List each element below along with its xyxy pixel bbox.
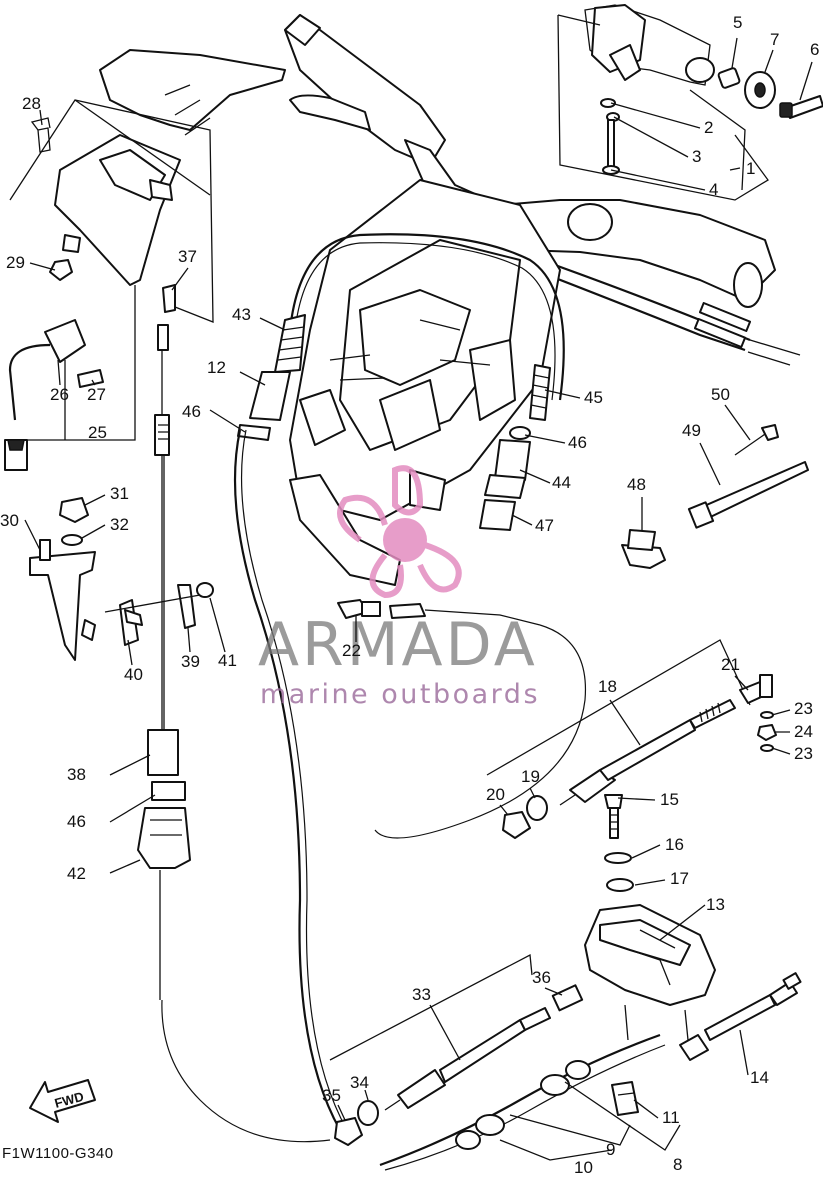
steering-column [289, 179, 561, 586]
callout-31: 31 [110, 484, 129, 503]
callout-15: 15 [660, 790, 679, 809]
callout-35: 35 [322, 1086, 341, 1105]
callout-2: 2 [704, 118, 713, 137]
fwd-label: FWD [53, 1089, 85, 1111]
callout-47: 47 [535, 516, 554, 535]
callout-46b: 46 [568, 433, 587, 452]
callout-34: 34 [350, 1073, 369, 1092]
callout-19: 19 [521, 767, 540, 786]
callout-38: 38 [67, 765, 86, 784]
callout-20: 20 [486, 785, 505, 804]
cable-14 [679, 972, 802, 1061]
watermark-brand: ARMADA [258, 610, 538, 680]
callout-8: 8 [673, 1155, 682, 1174]
callout-41: 41 [218, 651, 237, 670]
callout-27: 27 [87, 385, 106, 404]
callout-50: 50 [711, 385, 730, 404]
watermark-logo-icon [337, 465, 462, 599]
callout-4: 4 [709, 180, 718, 199]
cable-ends [693, 301, 801, 366]
cable-tie-49 [687, 461, 809, 529]
callout-16: 16 [665, 835, 684, 854]
cable-18 [559, 699, 736, 806]
watermark: ARMADA marine outboards [258, 465, 540, 710]
callout-5: 5 [733, 13, 742, 32]
callout-18: 18 [598, 677, 617, 696]
callout-11: 11 [662, 1108, 680, 1127]
callout-26: 26 [50, 385, 69, 404]
callout-13: 13 [706, 895, 725, 914]
bracket-30 [29, 539, 96, 661]
callout-42: 42 [67, 864, 86, 883]
callout-36: 36 [532, 968, 551, 987]
boot-44 [479, 364, 551, 531]
callout-44: 44 [552, 473, 571, 492]
callout-3: 3 [692, 147, 701, 166]
callout-39: 39 [181, 652, 200, 671]
callout-30: 30 [0, 511, 19, 530]
callout-6: 6 [810, 40, 819, 59]
nut-29 [49, 259, 73, 281]
rivet-50 [734, 424, 779, 456]
callout-46a: 46 [182, 402, 201, 421]
fwd-arrow: FWD [29, 1079, 96, 1123]
cable-33 [384, 1007, 551, 1111]
callout-33: 33 [412, 985, 431, 1004]
handlebar-assembly [284, 4, 776, 308]
clips-39-40-41 [104, 582, 214, 646]
boot-43 [237, 314, 306, 441]
pin-36 [551, 984, 584, 1012]
clip-48 [621, 529, 666, 569]
callout-37: 37 [178, 247, 197, 266]
rod-38 [137, 284, 331, 1143]
nuts-23-24 [757, 711, 777, 752]
callout-43: 43 [232, 305, 251, 324]
callout-9: 9 [606, 1140, 615, 1159]
callout-1: 1 [746, 159, 755, 178]
callout-14: 14 [750, 1068, 769, 1087]
callout-25: 25 [88, 423, 107, 442]
callout-32: 32 [110, 515, 129, 534]
lever-bracket [54, 49, 286, 286]
callout-7: 7 [770, 30, 779, 49]
nuts-34-35 [334, 1100, 379, 1146]
callout-46c: 46 [67, 812, 86, 831]
joint-21 [739, 674, 773, 704]
bracket-13 [584, 904, 716, 1006]
bolt-15 [604, 794, 623, 839]
boots-8-9-10 [455, 1060, 591, 1150]
callout-12: 12 [207, 358, 226, 377]
washer-31-32 [59, 497, 89, 546]
clip-11 [611, 1081, 639, 1116]
leader-lines [24, 37, 813, 1121]
callout-40: 40 [124, 665, 143, 684]
connector-22 [337, 599, 541, 626]
diagram-code: F1W1100-G340 [2, 1145, 114, 1162]
callout-10: 10 [574, 1158, 593, 1177]
callout-29: 29 [6, 253, 25, 272]
callout-23b: 23 [794, 744, 813, 763]
sensor-26 [4, 319, 86, 471]
callout-17: 17 [670, 869, 689, 888]
nut-19-20 [502, 795, 548, 839]
callout-22: 22 [342, 641, 361, 660]
callout-21: 21 [721, 655, 740, 674]
callout-48: 48 [627, 475, 646, 494]
watermark-tagline: marine outboards [260, 679, 540, 710]
callout-labels: 1 2 3 4 5 6 7 8 9 10 11 12 13 14 15 16 1… [0, 13, 819, 1177]
callout-45: 45 [584, 388, 603, 407]
callout-28: 28 [22, 94, 41, 113]
callout-23a: 23 [794, 699, 813, 718]
callout-49: 49 [682, 421, 701, 440]
callout-24: 24 [794, 722, 813, 741]
